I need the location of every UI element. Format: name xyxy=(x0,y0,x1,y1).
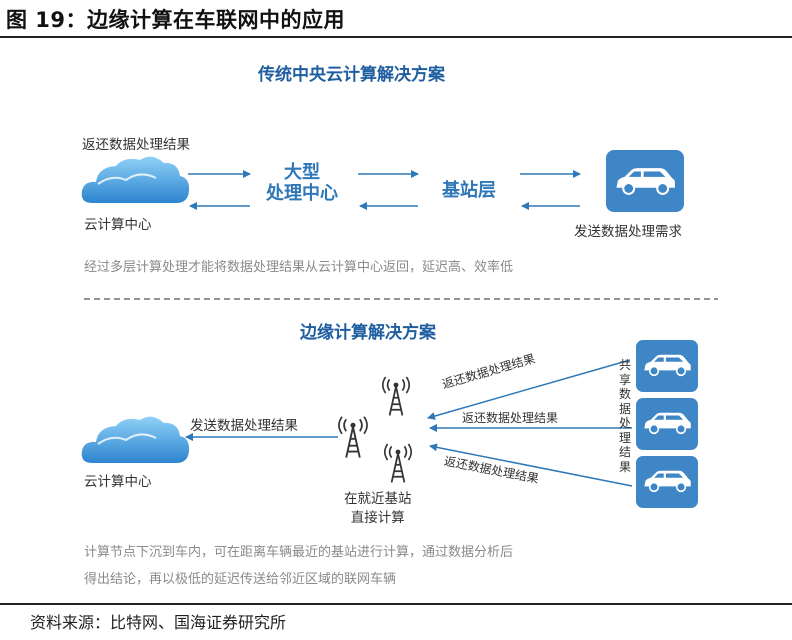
nearby-station-line2: 直接计算 xyxy=(350,510,405,526)
flow-arrows-top xyxy=(188,170,581,210)
figure-title: 图 19：边缘计算在车联网中的应用 xyxy=(6,8,346,32)
source-rule xyxy=(0,603,792,605)
return-result-label: 返还数据处理结果 xyxy=(82,137,190,153)
car-icon-top xyxy=(606,150,684,212)
car-icon-3 xyxy=(636,456,698,508)
edge-note-line2: 得出结论，再以极低的延迟传送给邻近区域的联网车辆 xyxy=(84,572,397,587)
base-station-label: 基站层 xyxy=(442,180,496,201)
share-results-label: 共享数据处理结果 xyxy=(618,358,631,474)
nearby-station-line1: 在就近基站 xyxy=(344,491,412,507)
source-note: 资料来源：比特网、国海证券研究所 xyxy=(30,613,287,632)
tower-icon-middle xyxy=(338,416,368,459)
flow-arrows-bottom xyxy=(185,359,633,487)
cloud-center-label-bottom: 云计算中心 xyxy=(84,474,152,490)
tower-icon-bottom xyxy=(383,443,413,484)
processing-center-line2: 处理中心 xyxy=(266,183,338,204)
send-request-label: 发送数据处理需求 xyxy=(574,224,682,240)
traditional-note: 经过多层计算处理才能将数据处理结果从云计算中心返回，延迟高、效率低 xyxy=(84,260,514,275)
cloud-center-label-top: 云计算中心 xyxy=(84,217,152,233)
traditional-title: 传统中央云计算解决方案 xyxy=(258,65,445,85)
processing-center-label: 大型 处理中心 xyxy=(246,162,358,204)
nearby-station-label: 在就近基站 直接计算 xyxy=(344,490,412,528)
cloud-icon-bottom xyxy=(81,416,190,463)
tower-icon-top xyxy=(381,376,411,417)
processing-center-line1: 大型 xyxy=(284,162,320,183)
return-label-2: 返还数据处理结果 xyxy=(462,411,559,425)
car-icon-2 xyxy=(636,398,698,450)
cloud-icon-top xyxy=(81,156,190,203)
car-icon-1 xyxy=(636,340,698,392)
send-result-label: 发送数据处理结果 xyxy=(190,418,298,434)
title-rule xyxy=(0,36,792,38)
edge-note-line1: 计算节点下沉到车内，可在距离车辆最近的基站进行计算，通过数据分析后 xyxy=(84,545,514,560)
edge-title: 边缘计算解决方案 xyxy=(300,323,436,343)
